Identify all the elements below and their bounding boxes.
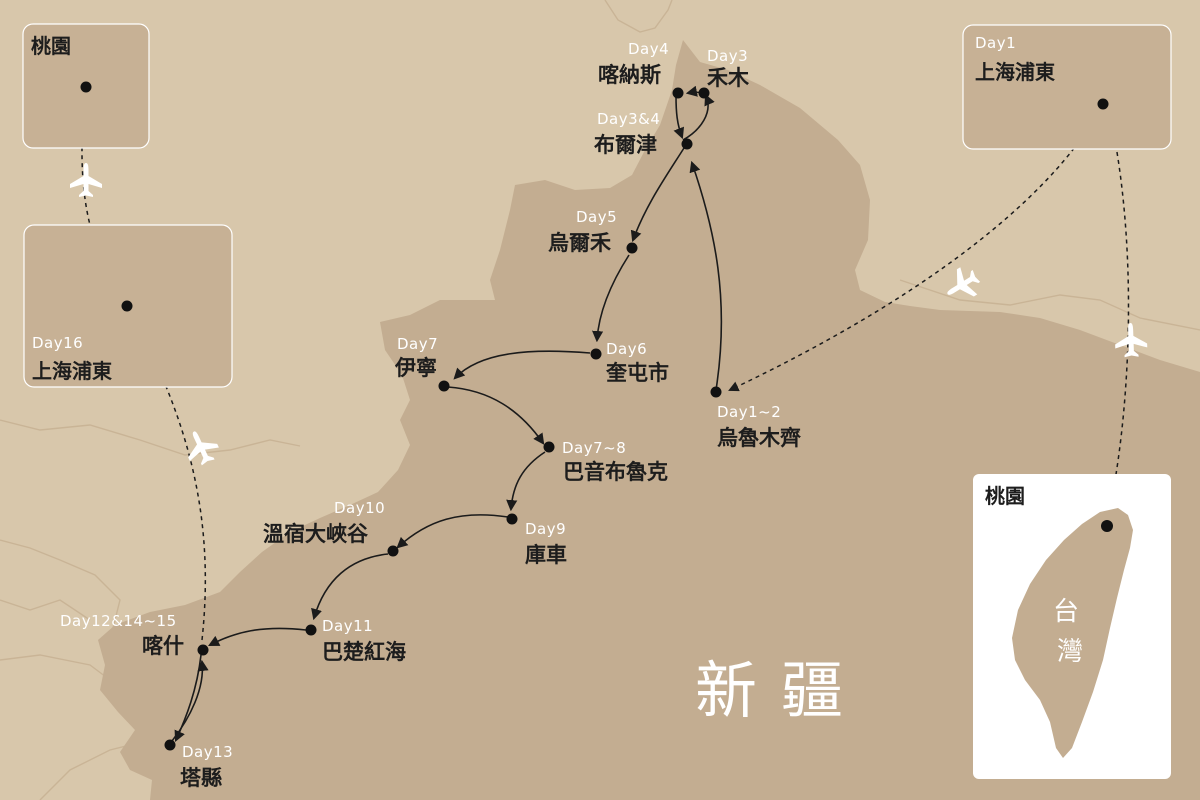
stop-name: 喀什 bbox=[142, 634, 184, 658]
stop-day: Day12&14~15 bbox=[60, 612, 177, 630]
stop-day: Day5 bbox=[576, 208, 617, 226]
stop-dot-tashkurgan bbox=[164, 739, 176, 751]
stop-day: Day3&4 bbox=[597, 110, 660, 128]
stop-day: Day13 bbox=[182, 743, 233, 761]
stop-dot-urho bbox=[626, 242, 638, 254]
stop-dot-taoyuan-start bbox=[1101, 520, 1113, 532]
stop-name: 伊寧 bbox=[394, 356, 437, 380]
stop-labels: Day1~2 烏魯木齊 Day3&4 布爾津 Day3 禾木 Day4 喀納斯 … bbox=[60, 40, 802, 790]
stop-day: Day4 bbox=[628, 40, 669, 58]
stop-dot-bayanbulak bbox=[543, 441, 555, 453]
island-label-1: 台 bbox=[1053, 597, 1079, 627]
stop-day: Day11 bbox=[322, 617, 373, 635]
stop-name: 奎屯市 bbox=[605, 361, 669, 385]
box-name: 上海浦東 bbox=[32, 359, 112, 383]
stop-dot-kuqa bbox=[506, 513, 518, 525]
stop-markers bbox=[164, 87, 722, 751]
stop-day: Day7 bbox=[397, 335, 438, 353]
region-label: 新疆 bbox=[695, 654, 867, 727]
stop-name: 庫車 bbox=[525, 543, 567, 567]
box-name: 上海浦東 bbox=[975, 60, 1055, 84]
stop-day: Day9 bbox=[525, 520, 566, 538]
stop-dot-bachu bbox=[305, 624, 317, 636]
overland-route bbox=[171, 85, 723, 743]
stop-name: 巴音布魯克 bbox=[563, 460, 668, 484]
stop-day: Day3 bbox=[707, 47, 748, 65]
taiwan-inset: 桃園 台 灣 bbox=[973, 474, 1171, 779]
stop-day: Day10 bbox=[334, 499, 385, 517]
stop-dot-kuytun bbox=[590, 348, 602, 360]
stop-name: 布爾津 bbox=[594, 133, 657, 157]
stop-day: Day7~8 bbox=[562, 439, 626, 457]
stop-name: 禾木 bbox=[707, 66, 750, 90]
box-taoyuan-end: 桃園 bbox=[22, 23, 150, 149]
stop-dot-kashgar bbox=[197, 644, 209, 656]
stop-dot-hemu bbox=[698, 87, 710, 99]
inset-city: 桃園 bbox=[985, 484, 1025, 508]
stop-name: 溫宿大峽谷 bbox=[263, 522, 369, 546]
stop-dot-wensu bbox=[387, 545, 399, 557]
box-day: Day16 bbox=[32, 334, 83, 352]
stop-day: Day1~2 bbox=[717, 403, 781, 421]
taiwan-island bbox=[1012, 508, 1133, 758]
stop-name: 烏魯木齊 bbox=[717, 426, 802, 450]
box-shanghai-end: Day16 上海浦東 bbox=[23, 224, 233, 388]
stop-dot-urumqi bbox=[710, 386, 722, 398]
stop-day: Day6 bbox=[606, 340, 647, 358]
stop-name: 塔縣 bbox=[180, 766, 222, 790]
stop-name: 巴楚紅海 bbox=[322, 640, 406, 664]
stop-name: 喀納斯 bbox=[598, 63, 661, 87]
stop-dot-kanas bbox=[672, 87, 684, 99]
stop-dot-shanghai-start bbox=[1097, 98, 1109, 110]
xinjiang-region bbox=[98, 40, 1200, 800]
stop-dot-taoyuan-end bbox=[80, 81, 92, 93]
island-label-2: 灣 bbox=[1057, 637, 1083, 667]
stop-dot-shanghai-end bbox=[121, 300, 133, 312]
box-name: 桃園 bbox=[31, 34, 71, 58]
stop-dot-burqin bbox=[681, 138, 693, 150]
stop-dot-yining bbox=[438, 380, 450, 392]
box-shanghai-start: Day1 上海浦東 bbox=[962, 24, 1172, 150]
stop-name: 烏爾禾 bbox=[548, 231, 611, 255]
box-day: Day1 bbox=[975, 34, 1016, 52]
